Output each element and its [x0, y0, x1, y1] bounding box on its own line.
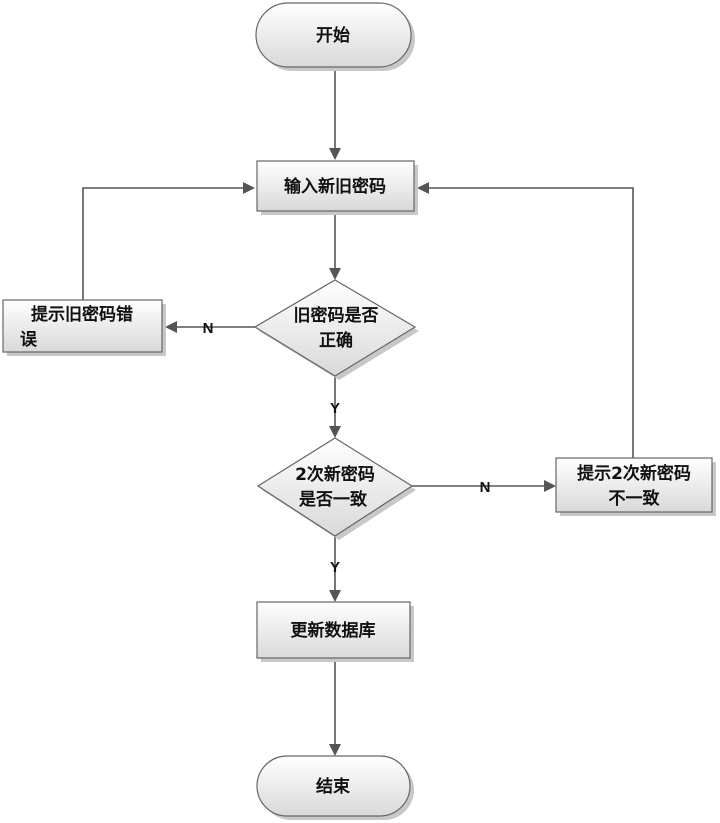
check-old-password-node: 旧密码是否 正确	[253, 279, 419, 380]
check-old-label-line1: 旧密码是否	[294, 305, 379, 326]
old-error-label-line2: 误	[20, 330, 38, 350]
edge-old-error-back-to-input	[82, 182, 255, 300]
old-error-label-line1: 提示旧密码错	[31, 304, 133, 325]
check-old-label-line2: 正确	[319, 330, 353, 351]
check-match-node: 2次新密码 是否一致	[256, 437, 416, 540]
check-match-label-line2: 是否一致	[299, 489, 368, 510]
input-passwords-node: 输入新旧密码	[256, 160, 418, 215]
edge-label-mismatch: N	[480, 479, 491, 496]
connectors	[82, 70, 634, 756]
mismatch-label-line2: 不一致	[609, 488, 661, 509]
check-match-label-line1: 2次新密码	[295, 464, 375, 485]
edge-label-match: Y	[330, 559, 340, 576]
edge-label-old-right: Y	[330, 400, 340, 417]
update-database-label: 更新数据库	[291, 620, 376, 641]
edge-mismatch-back-to-input	[417, 182, 634, 458]
end-node: 结束	[256, 755, 414, 820]
mismatch-label-line1: 提示2次新密码	[577, 463, 691, 484]
update-database-node: 更新数据库	[256, 601, 414, 662]
edge-label-old-wrong: N	[203, 320, 214, 337]
start-node: 开始	[255, 2, 415, 71]
mismatch-node: 提示2次新密码 不一致	[555, 457, 716, 516]
end-label: 结束	[316, 776, 350, 797]
old-password-error-node: 提示旧密码错 误	[2, 299, 166, 356]
start-label: 开始	[316, 25, 350, 46]
input-passwords-label: 输入新旧密码	[284, 176, 386, 197]
